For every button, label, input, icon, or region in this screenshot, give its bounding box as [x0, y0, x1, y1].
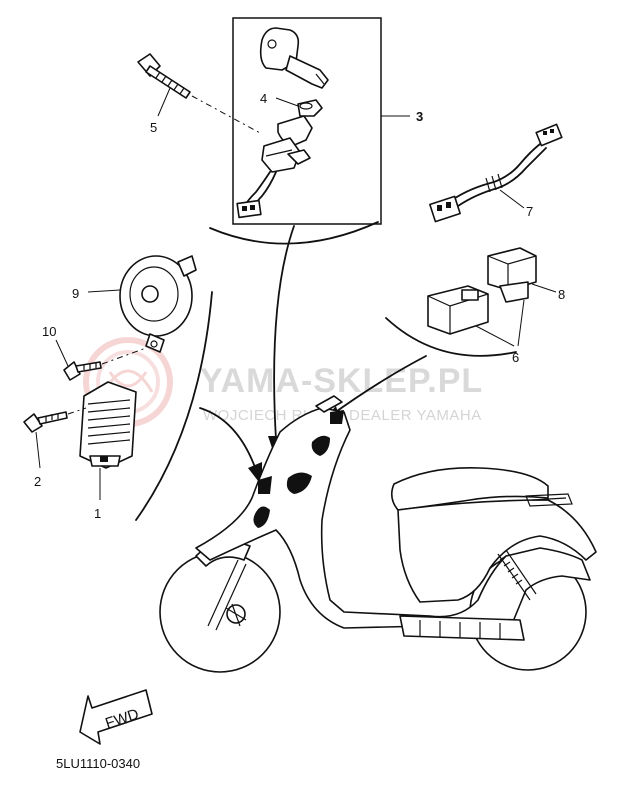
relay-small-icon	[487, 247, 537, 303]
relay-large-icon	[427, 285, 489, 335]
callout-8: 8	[558, 287, 565, 302]
harness-connector-bottom-icon	[429, 195, 461, 223]
scooter-outline	[159, 395, 597, 673]
callout-10: 10	[42, 324, 56, 339]
section-arcs	[135, 221, 517, 521]
callout-7: 7	[526, 204, 533, 219]
callout-4: 4	[260, 91, 267, 106]
lock-bracket-icon	[259, 27, 329, 89]
wire-harness-icon	[429, 123, 563, 223]
pointer-arrows	[199, 225, 427, 486]
callout-3: 3	[416, 109, 423, 124]
fwd-arrow-icon: FWD	[79, 689, 153, 745]
callout-2: 2	[34, 474, 41, 489]
key-cylinder-icon	[297, 99, 323, 117]
callout-6: 6	[512, 350, 519, 365]
horn-icon	[119, 255, 197, 353]
callout-5: 5	[150, 120, 157, 135]
mounting-bolt-icon	[23, 411, 68, 433]
switch-connector-icon	[236, 199, 262, 219]
callout-1: 1	[94, 506, 101, 521]
screw-icon	[63, 361, 102, 381]
callout-9: 9	[72, 286, 79, 301]
main-switch-icon	[261, 115, 313, 173]
watermark-title: YAMA-SKLEP.PL	[200, 362, 483, 400]
diagram-code: 5LU1110-0340	[56, 756, 140, 771]
bolt-icon	[137, 53, 191, 99]
harness-connector-top-icon	[535, 123, 563, 147]
ignition-set-box: 3 4	[232, 17, 423, 225]
rectifier-regulator-icon	[79, 381, 137, 469]
watermark: YAMA-SKLEP.PL WOJCIECH RUDZ | DEALER YAM…	[83, 337, 483, 427]
